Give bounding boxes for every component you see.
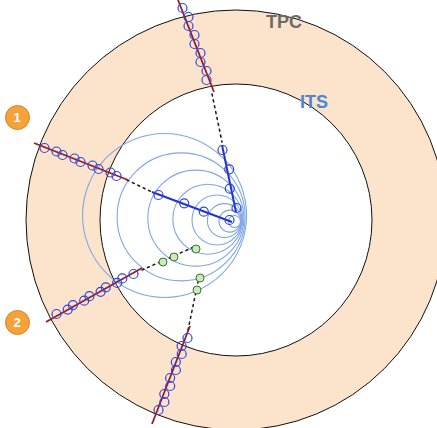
cluster-hit — [232, 204, 241, 213]
cluster-hit — [225, 165, 234, 174]
cluster-hit — [40, 144, 49, 153]
cluster-hit — [101, 283, 110, 292]
cluster-hit — [171, 358, 180, 367]
callout-text: 2 — [13, 315, 20, 330]
region-label: TPC — [266, 12, 302, 33]
cluster-hit — [166, 374, 175, 383]
cluster-hit — [196, 49, 205, 58]
cluster-hit — [190, 40, 199, 49]
cluster-hit — [58, 151, 67, 160]
cluster-hit — [196, 58, 205, 67]
region-label: ITS — [300, 92, 328, 113]
cluster-hit — [52, 310, 61, 319]
cluster-hit — [225, 216, 234, 225]
cluster-hit — [202, 76, 211, 85]
cluster-hit — [178, 4, 187, 13]
cluster-hit — [160, 390, 169, 399]
cluster-hit — [154, 406, 163, 415]
helix-projection — [117, 153, 245, 281]
cluster-hit — [180, 199, 189, 208]
callout-number: 2 — [5, 310, 30, 335]
cluster-hit — [154, 191, 163, 200]
callout-number: 1 — [5, 105, 30, 130]
cluster-hit — [129, 270, 138, 279]
cluster-hit — [225, 184, 234, 193]
cluster-hit — [199, 207, 208, 216]
cluster-hit — [68, 301, 77, 310]
helix-projection — [148, 170, 244, 266]
cluster-hit — [190, 31, 199, 40]
cluster-hit — [202, 67, 211, 76]
callout-text: 1 — [13, 110, 20, 125]
cluster-hit — [218, 146, 227, 155]
cluster-hit — [118, 274, 127, 283]
cluster-hit — [184, 13, 193, 22]
cluster-hit — [76, 158, 85, 167]
helix-projection — [83, 133, 247, 297]
cluster-hit — [183, 334, 192, 343]
cluster-hit — [177, 342, 186, 351]
cluster-hit — [184, 22, 193, 31]
cluster-hit — [112, 172, 121, 181]
cluster-hit — [94, 165, 103, 174]
cluster-hit — [85, 292, 94, 301]
